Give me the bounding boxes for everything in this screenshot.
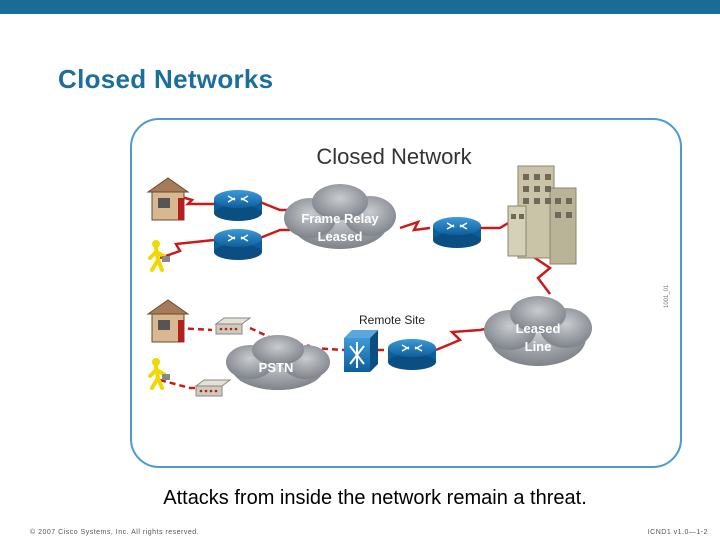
home-office-icon <box>146 299 190 343</box>
link-router4-leased <box>435 326 491 352</box>
link-cloud-router3 <box>399 219 431 232</box>
pstn-cloud: PSTN <box>226 335 330 390</box>
course-footer: ICND1 v1.0—1-2 <box>647 529 708 536</box>
diagram-title: Closed Network <box>316 144 472 169</box>
frame-relay-cloud: Frame Relay Leased <box>284 184 396 249</box>
frame-relay-label: Frame Relay <box>301 211 379 226</box>
diagram-border <box>130 118 682 468</box>
remote-site-label: Remote Site <box>359 313 425 327</box>
router-icon <box>388 339 436 370</box>
access-server-icon <box>344 330 378 372</box>
top-banner <box>0 0 720 14</box>
link-person-router2 <box>159 238 215 260</box>
router-icon <box>214 229 262 260</box>
slide-title: Closed Networks <box>58 64 274 94</box>
mobile-user-icon <box>148 240 170 272</box>
link-router2-cloud <box>259 228 290 240</box>
network-diagram: Closed Network 1001_01 Frame Relay Lease… <box>130 118 682 468</box>
leased-label: Leased <box>516 321 561 336</box>
router-icon <box>214 190 262 221</box>
pstn-label: PSTN <box>259 360 294 375</box>
modem-icon <box>214 317 252 335</box>
link-house-router1 <box>177 194 214 206</box>
slide-caption: Attacks from inside the network remain a… <box>163 487 587 509</box>
leased-line-cloud: Leased Line <box>484 296 592 366</box>
home-office-icon <box>146 177 190 221</box>
copyright-footer: © 2007 Cisco Systems, Inc. All rights re… <box>30 529 200 536</box>
leased-sub-label: Line <box>525 339 552 354</box>
modem-icon <box>194 379 232 397</box>
frame-relay-sub-label: Leased <box>318 229 363 244</box>
mobile-user-icon <box>148 358 170 390</box>
building-icon <box>507 165 577 265</box>
figure-id: 1001_01 <box>664 284 670 308</box>
router-icon <box>433 217 481 248</box>
